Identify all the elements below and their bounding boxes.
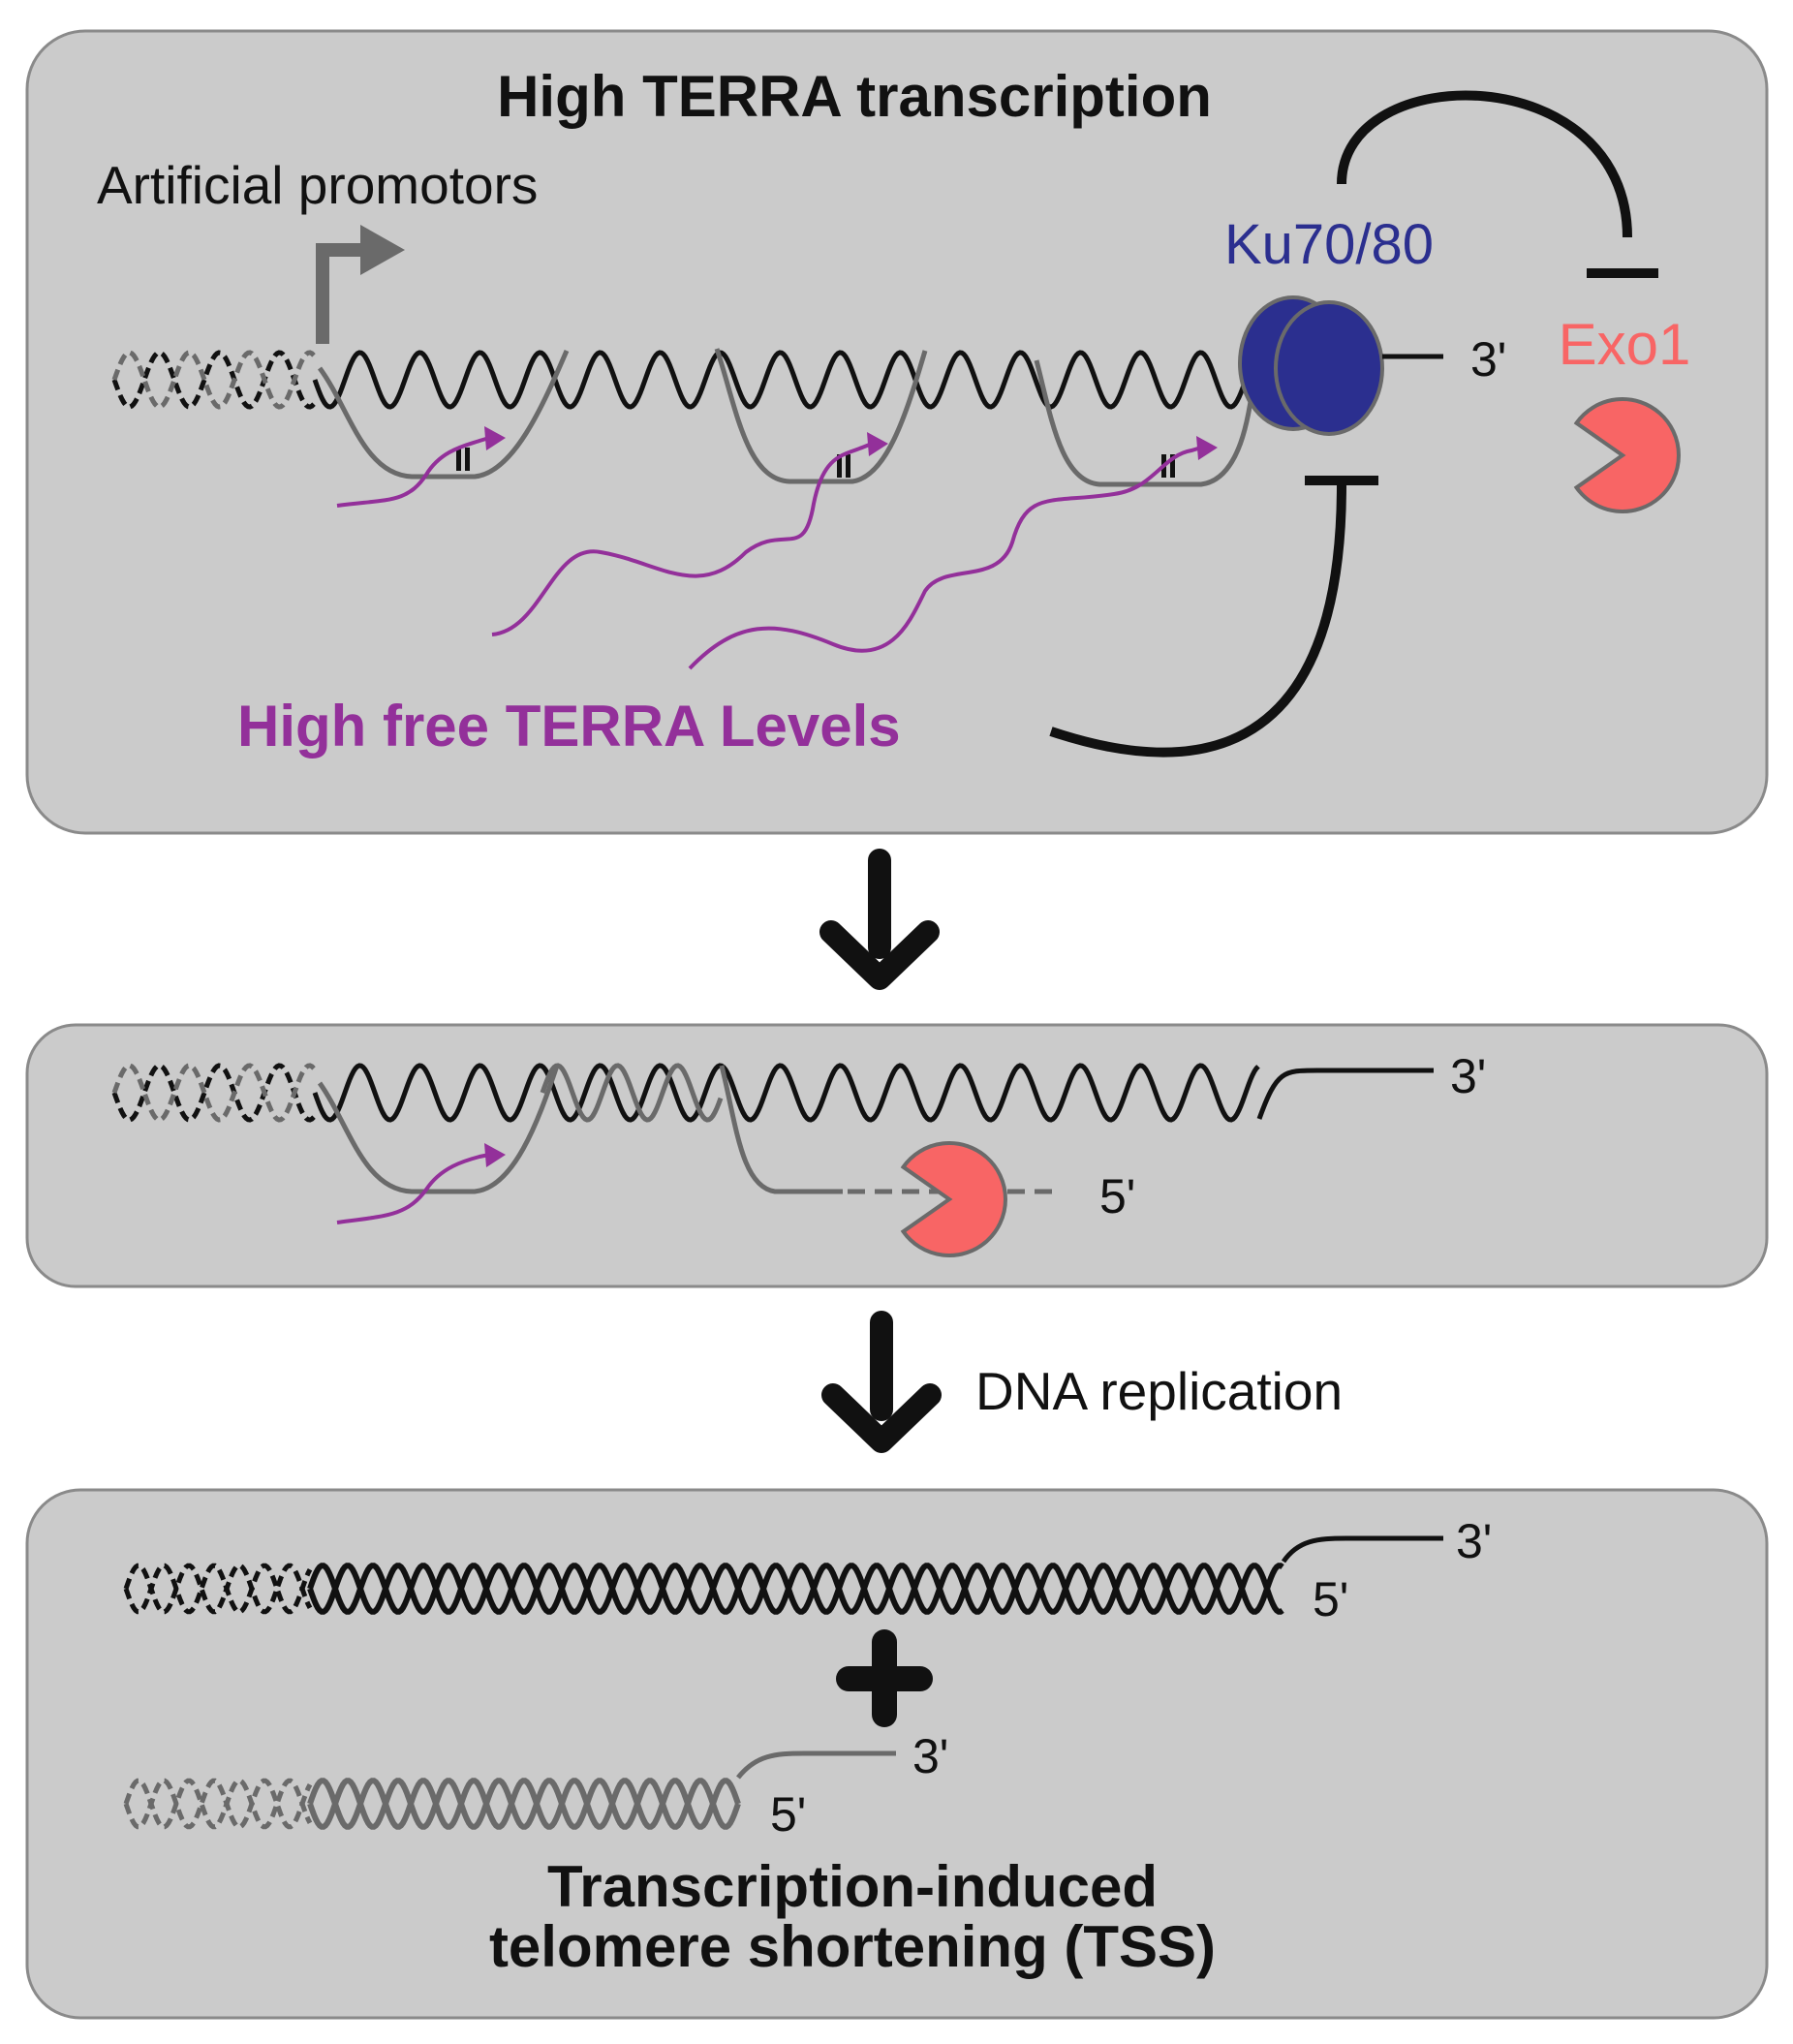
panel2-five-prime: 5' (1099, 1169, 1135, 1223)
daughter-1-strand-b (307, 1563, 1284, 1615)
exo-label: Exo1 (1559, 312, 1691, 377)
daughter-1-dashed-b (123, 1563, 313, 1615)
promoter-label: Artificial promotors (97, 155, 538, 215)
daughter-2-five-prime: 5' (770, 1787, 806, 1842)
daughter-1-five-prime: 5' (1313, 1572, 1348, 1626)
r-loop-panel2 (317, 1065, 560, 1194)
daughter-2-three-prime: 3' (912, 1729, 948, 1783)
terra-transcript-1 (336, 426, 506, 508)
terra-transcript-panel2 (336, 1143, 506, 1224)
exo1-pacman-icon (1573, 397, 1681, 513)
terra-transcript-2 (491, 432, 888, 636)
gray-strand-segment-2 (540, 1063, 724, 1123)
subtelomere-strand-black-2 (111, 1063, 316, 1123)
subtelomere-strand-gray (111, 350, 316, 410)
daughter-2-strand-b (307, 1778, 741, 1830)
daughter-2-dashed-a (123, 1778, 313, 1830)
telomere-strand-top (312, 350, 1252, 410)
plus-icon (836, 1629, 933, 1727)
daughter-1-dashed-a (123, 1563, 313, 1615)
daughter-2-strand-a (307, 1778, 741, 1830)
panel-resection (25, 1023, 1769, 1288)
exo1-pacman-icon-2 (900, 1141, 1007, 1257)
panel1-three-prime: 3' (1470, 332, 1506, 387)
polymerase-ii-marker-2 (837, 454, 850, 478)
panel-replication-products (25, 1488, 1769, 2020)
down-arrow-2-icon (821, 1311, 942, 1453)
telomere-strand-top-2 (312, 1063, 1260, 1123)
daughter-2-overhang (736, 1750, 896, 1780)
daughter-1-three-prime: 3' (1456, 1514, 1492, 1568)
subtelomere-strand-black (111, 350, 316, 410)
conclusion-line-1: Transcription-induced (547, 1854, 1158, 1919)
panel1-title: High TERRA transcription (497, 64, 1212, 129)
daughter-2-dashed-b (123, 1778, 313, 1830)
inhibition-ku-exo1-icon (1337, 90, 1658, 278)
daughter-1-strand-a (307, 1563, 1284, 1615)
ku-label: Ku70/80 (1224, 213, 1434, 276)
overhang-3prime-2 (1256, 1068, 1434, 1120)
polymerase-ii-marker-1 (456, 448, 470, 471)
ku70-80-complex-icon (1238, 295, 1384, 436)
daughter-1-overhang (1281, 1535, 1443, 1564)
subtelomere-strand-gray-2 (111, 1063, 316, 1123)
terra-transcript-3 (688, 436, 1218, 670)
down-arrow-1-icon (819, 849, 940, 990)
resected-strand (719, 1065, 843, 1194)
promoter-arrow-icon (316, 225, 405, 344)
dna-replication-label: DNA replication (975, 1361, 1343, 1421)
inhibition-terra-ku-icon (1049, 476, 1378, 758)
panel2-three-prime: 3' (1450, 1049, 1486, 1103)
r-loop-1 (317, 350, 570, 480)
r-loop-3 (1034, 359, 1257, 487)
terra-levels-label: High free TERRA Levels (237, 694, 901, 759)
conclusion-line-2: telomere shortening (TSS) (489, 1914, 1216, 1979)
